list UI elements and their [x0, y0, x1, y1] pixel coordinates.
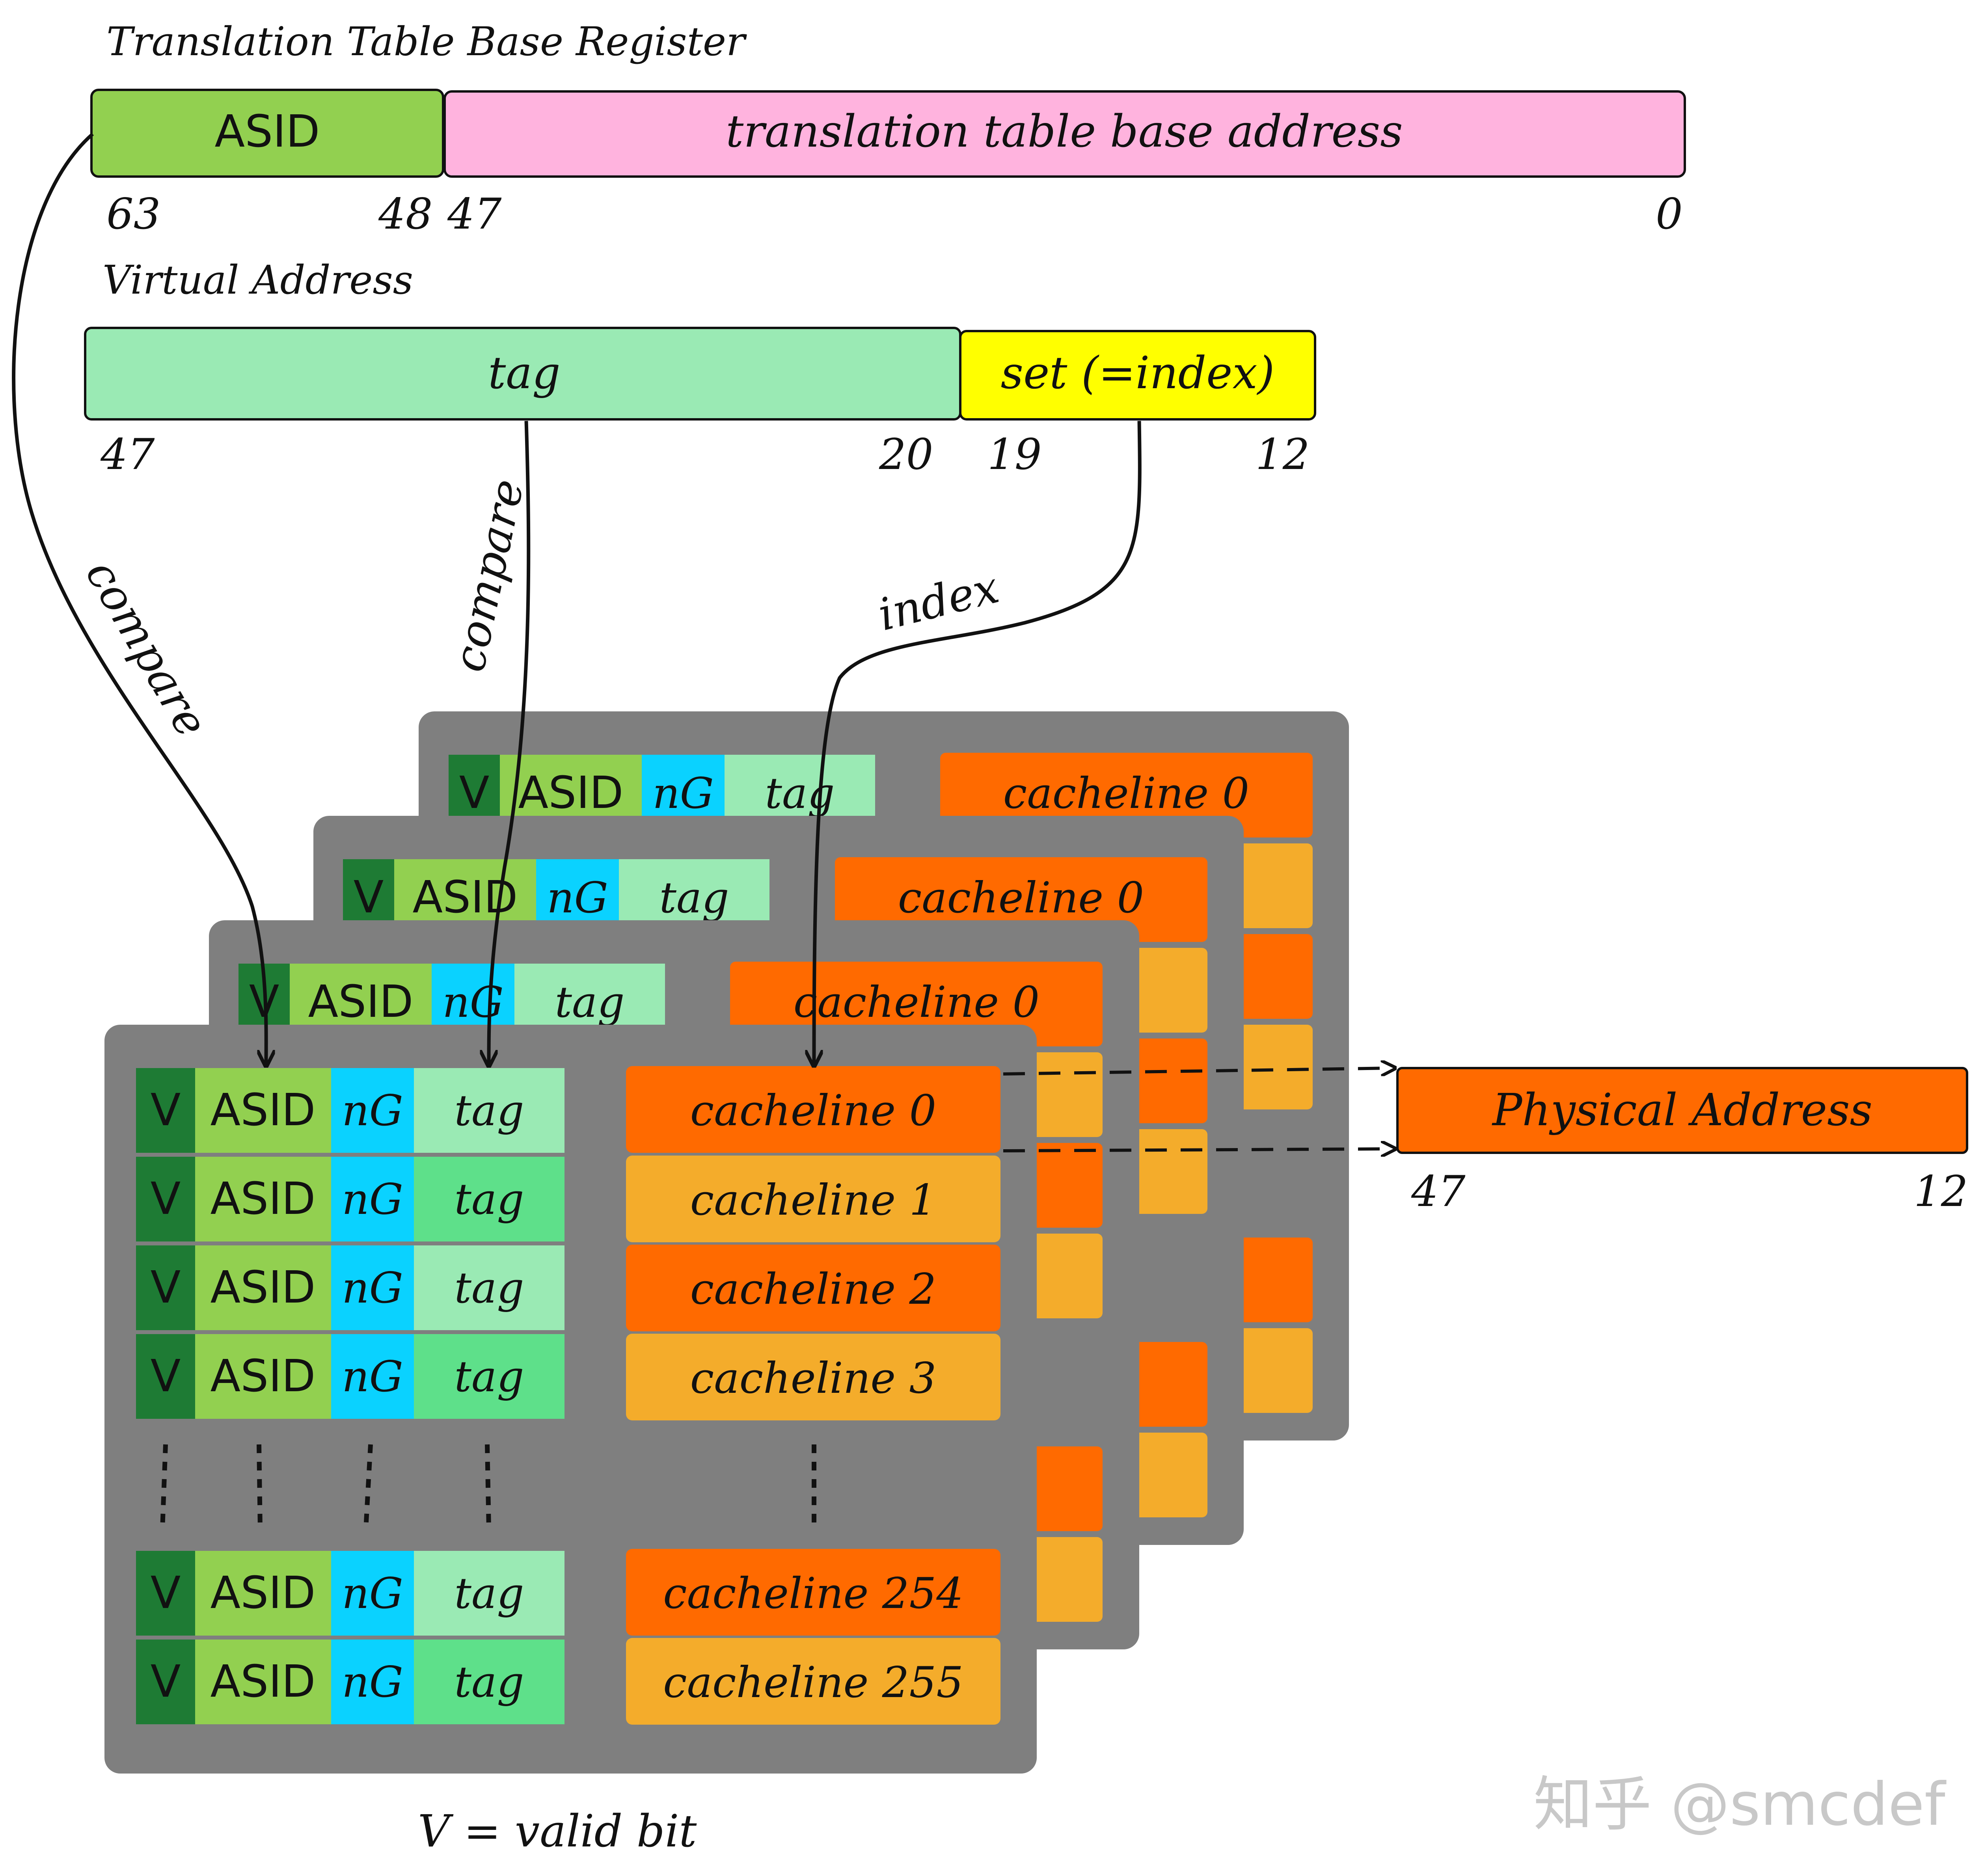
cacheline-1-box — [626, 1156, 1000, 1242]
ttbr-bit-47: 47 — [447, 190, 502, 239]
cacheline-2-label: cacheline 2 — [690, 1265, 936, 1314]
way-0-row-1: V ASID nG tag — [136, 1157, 564, 1241]
row-1-tag: tag — [455, 1175, 524, 1224]
cacheline-1-label: cacheline 1 — [690, 1176, 936, 1225]
row-0-asid: ASID — [211, 1085, 316, 1136]
way-2-cacheline-0: cacheline 0 — [898, 873, 1144, 923]
pa-label: Physical Address — [1492, 1085, 1872, 1136]
row-254-tag: tag — [455, 1569, 524, 1618]
pa-bit-47: 47 — [1411, 1167, 1466, 1216]
row-3-v: V — [151, 1351, 181, 1402]
row-0-ng: nG — [342, 1086, 403, 1135]
way-1-cacheline-0: cacheline 0 — [794, 978, 1040, 1027]
row-254-ng: nG — [342, 1569, 403, 1618]
way-0-row-255: V ASID nG tag — [136, 1640, 564, 1724]
row-2-ng: nG — [342, 1264, 403, 1313]
ttbr-base-label: translation table base address — [726, 106, 1403, 157]
watermark: 知乎 @smcdef — [1533, 1770, 1947, 1839]
way-0-ellipsis — [160, 1444, 816, 1530]
cacheline-3-label: cacheline 3 — [690, 1354, 936, 1403]
va-set-label: set (=index) — [1001, 348, 1275, 399]
row-0-v: V — [151, 1085, 181, 1136]
way-0-row-254: V ASID nG tag — [136, 1551, 564, 1636]
va-set-field — [959, 330, 1316, 421]
cacheline-0-label: cacheline 0 — [690, 1086, 936, 1135]
row-0-tag: tag — [455, 1086, 524, 1135]
va-title: Virtual Address — [102, 257, 413, 303]
asid-compare-arrow — [12, 132, 266, 1064]
pa-field — [1396, 1067, 1968, 1154]
cacheline-254-label: cacheline 254 — [663, 1569, 963, 1618]
way-3-asid: ASID — [518, 767, 624, 819]
va-bit-12: 12 — [1256, 430, 1310, 479]
index-arrow — [814, 421, 1142, 1064]
ttbr-bit-0: 0 — [1656, 190, 1683, 239]
cacheline-255-label: cacheline 255 — [663, 1658, 963, 1707]
row-254-asid: ASID — [211, 1567, 316, 1619]
ttbr-bit-63: 63 — [106, 190, 160, 239]
way-1-tag: tag — [555, 978, 625, 1027]
way-0-row-0: V ASID nG tag — [136, 1068, 564, 1153]
cacheline-3-box — [626, 1334, 1000, 1420]
cacheline-255-box — [626, 1638, 1000, 1725]
va-bit-19: 19 — [987, 430, 1041, 479]
way-1-ng: nG — [442, 978, 504, 1027]
row-255-asid: ASID — [211, 1656, 316, 1707]
row-255-tag: tag — [455, 1658, 524, 1707]
row-1-v: V — [151, 1173, 181, 1225]
row-2-tag: tag — [455, 1264, 524, 1313]
way-0: V ASID nG tag V ASID nG tag V ASID nG ta… — [104, 1025, 1037, 1774]
cacheline-0-box — [626, 1066, 1000, 1153]
way-3-cacheline-0: cacheline 0 — [1003, 769, 1249, 818]
ttbr-bit-48: 48 — [378, 190, 432, 239]
way-2-tag: tag — [659, 873, 729, 923]
pa-dashed-arrows — [1003, 1068, 1393, 1151]
row-1-asid: ASID — [211, 1173, 316, 1225]
way-0-row-2: V ASID nG tag — [136, 1245, 564, 1330]
row-3-ng: nG — [342, 1352, 403, 1401]
row-255-v: V — [151, 1656, 181, 1707]
cacheline-2-box — [626, 1245, 1000, 1331]
way-1-asid: ASID — [308, 976, 414, 1027]
way-2-v: V — [354, 872, 384, 923]
way-2-ng: nG — [547, 873, 608, 923]
compare-left-label: compare — [76, 551, 218, 746]
row-3-tag: tag — [455, 1352, 524, 1401]
va-bit-47: 47 — [100, 430, 155, 479]
way-3-v: V — [459, 767, 490, 819]
row-3-asid: ASID — [211, 1351, 316, 1402]
va-bit-20: 20 — [879, 430, 933, 479]
way-0-row-3: V ASID nG tag — [136, 1334, 564, 1419]
tag-compare-arrow — [489, 421, 531, 1064]
row-254-v: V — [151, 1567, 181, 1619]
va-tag-label: tag — [488, 348, 560, 399]
ttbr-title: Translation Table Base Register — [106, 19, 747, 65]
index-label: index — [873, 562, 1004, 641]
row-1-ng: nG — [342, 1175, 403, 1224]
way-3-ng: nG — [652, 769, 714, 818]
compare-mid-label: compare — [443, 475, 534, 676]
row-255-ng: nG — [342, 1658, 403, 1707]
way-3-tag: tag — [765, 769, 835, 818]
row-2-v: V — [151, 1262, 181, 1313]
ttbr-asid-label: ASID — [215, 106, 320, 157]
row-2-asid: ASID — [211, 1262, 316, 1313]
legend-valid-bit: V = valid bit — [418, 1806, 697, 1857]
cacheline-254-box — [626, 1549, 1000, 1636]
ttbr-base-field — [443, 90, 1686, 178]
pa-bit-12: 12 — [1914, 1167, 1968, 1216]
